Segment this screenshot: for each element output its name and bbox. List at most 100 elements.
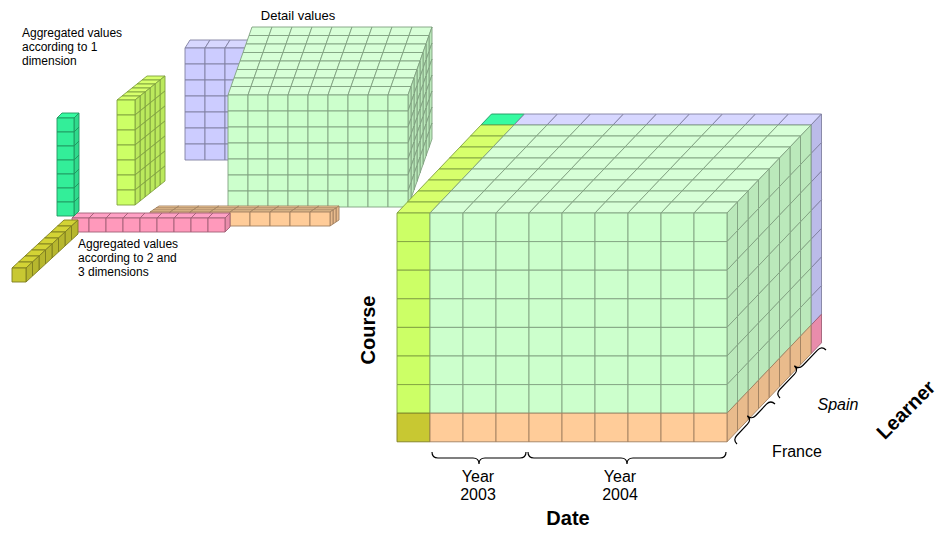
cube-cell [496,299,529,328]
cube-cell [248,143,268,159]
cube-cell [288,127,308,143]
cube-cell [205,48,225,64]
cube-cell [463,385,496,414]
cube-cell [386,36,409,45]
cube-cell [463,413,496,442]
cube-cell [331,78,354,87]
cube-cell [185,128,205,144]
cube-cell [368,95,388,111]
cube-cell [308,159,328,175]
cube-cell [306,36,329,45]
curly-bracket [432,452,526,464]
cube-cell [57,174,74,188]
cube-cell [394,70,417,79]
cube-cell [529,413,562,442]
cube-cell [57,118,74,132]
cube-cell [529,299,562,328]
curly-bracket [778,348,826,398]
cube-cell [39,250,46,270]
cube-cell [117,145,135,160]
course-learner-row [72,213,230,232]
cube-cell [628,413,661,442]
cube-cell [185,144,205,160]
cube-cell [326,36,349,45]
cube-cell [288,175,308,191]
cube-cell [308,143,328,159]
cube-cell [389,27,412,36]
cube-cell [661,242,694,271]
cube-cell [266,36,289,45]
cube-cell [400,53,423,62]
cube-cell [694,270,727,299]
cube-cell [661,299,694,328]
cube-cell [529,242,562,271]
cube-cell [254,70,277,79]
cube-cell [328,191,348,207]
cube-cell [430,327,463,356]
curly-bracket [528,452,726,464]
cube-cell [330,210,333,226]
cube-cell [336,206,339,222]
curly-bracket [735,402,775,444]
cube-cell [277,61,300,70]
detail-label: Detail values [261,9,335,24]
cube-cell [205,112,225,128]
cube-cell [529,327,562,356]
cube-cell [317,61,340,70]
cube-cell [628,270,661,299]
cube-cell [268,87,291,96]
cube-cell [205,128,225,144]
cube-cell [52,238,59,258]
cube-cell [297,61,320,70]
cube-cell [429,123,432,148]
cube-cell [348,127,368,143]
cube-cell [57,202,74,216]
callout-label: Aggregated values according to 1 dimensi… [22,27,127,68]
cube-cell [191,218,208,232]
cube-cell [185,80,205,96]
cube-cell [288,95,308,111]
cube-cell [310,212,330,226]
cube-cell [348,143,368,159]
axis-tick-label: France [772,443,822,461]
cube-cell [328,143,348,159]
cube-cell [388,111,408,127]
cube-cell [430,270,463,299]
cube-cell [288,159,308,175]
cube-cell [57,188,74,202]
cube-cell [340,53,363,62]
cube-cell [328,87,351,96]
axis-title: Course [357,296,380,365]
cube-cell [155,170,160,189]
cube-cell [328,127,348,143]
cube-cell [294,70,317,79]
cube-cell [496,213,529,242]
cube-cell [246,36,269,45]
cube-cell [349,27,372,36]
cube-cell [430,242,463,271]
cube-cell [529,356,562,385]
cube-cell [366,36,389,45]
cube-cell [123,218,140,232]
cube-cell [117,175,135,190]
cube-cell [145,178,150,197]
cube-cell [430,299,463,328]
cube-cell [57,132,74,146]
cube-cell [74,197,79,216]
cube-cell [368,111,388,127]
cube-cell [463,242,496,271]
cube-cell [368,143,388,159]
cube-cell [329,27,352,36]
axis-title: Learner [872,376,940,444]
cube-cell [228,143,248,159]
cube-cell [328,175,348,191]
cube-cell [135,186,140,205]
cube-cell [694,356,727,385]
cube-cell [388,159,408,175]
cube-cell [628,213,661,242]
cube-cell [463,356,496,385]
cube-cell [185,48,205,64]
detail-block [228,27,432,207]
cube-cell [263,44,286,53]
cube-cell [595,385,628,414]
